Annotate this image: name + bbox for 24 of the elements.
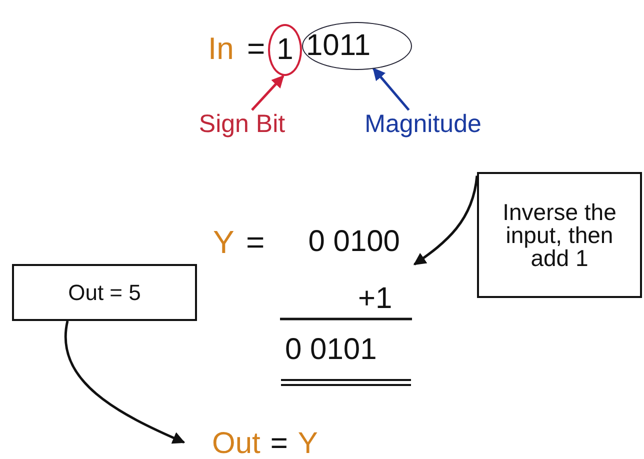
output-word: Out [212,429,260,459]
addend: +1 [358,284,392,314]
equals-sign: = [270,429,288,459]
bit-digit: 1 [276,35,294,65]
output-box [12,264,197,321]
equals-sign: = [246,226,265,258]
arrow [372,68,410,111]
arrow [251,75,284,111]
binary-value: 0 0100 [308,227,400,257]
input-symbol: In [208,33,234,64]
magnitude-ellipse [302,22,412,70]
magnitude-digits: 1011 [306,31,371,61]
arrow [413,176,478,266]
sum-value: 0 0101 [285,335,377,365]
sign-bit-ellipse [268,24,302,76]
magnitude-label: Magnitude [364,112,482,136]
note-box [477,172,642,298]
variable-symbol: Y [213,226,234,258]
arrow [64,320,186,444]
equals-sign: = [247,33,266,64]
variable-symbol: Y [298,429,318,459]
output-value: Out = 5 [68,282,141,304]
note-text: Inverse the input, then add 1 [502,200,618,270]
sign-bit-label: Sign Bit [198,112,286,136]
